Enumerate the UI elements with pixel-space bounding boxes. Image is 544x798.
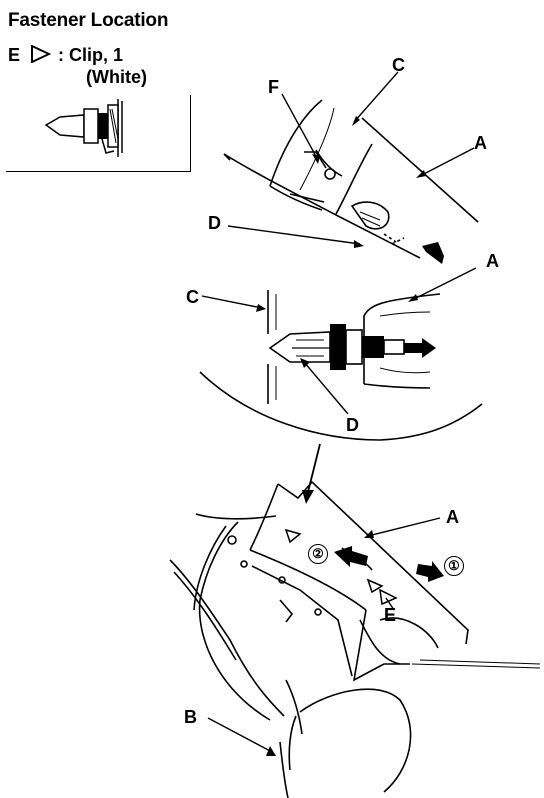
legend-key-letter: E	[8, 45, 21, 65]
top-panel-view	[223, 99, 479, 259]
callout-c-top: C	[392, 55, 405, 75]
step-2-arrow-icon	[334, 546, 368, 567]
step-1-arrow-icon	[416, 561, 444, 582]
fastener-legend: E : Clip, 1 (White)	[8, 44, 147, 87]
callout-d-top: D	[208, 213, 221, 233]
detail-section-view	[199, 290, 483, 441]
panel-clip-symbols	[284, 528, 398, 606]
callout-a-low: A	[446, 507, 459, 527]
callout-a-mid: A	[486, 251, 499, 271]
step-2-marker: ②	[308, 544, 328, 564]
callout-d-mid: D	[346, 415, 359, 435]
vehicle-body-view	[169, 480, 541, 798]
clip-cross-section	[268, 324, 405, 370]
middle-leader-lines	[201, 267, 477, 415]
top-leader-lines	[227, 71, 475, 245]
pull-arrow-icon	[404, 338, 436, 358]
legend-item-color-note: (White)	[86, 67, 147, 87]
bottom-leader-lines	[207, 517, 441, 753]
callout-b-low: B	[184, 707, 197, 727]
callout-c-mid: C	[186, 287, 199, 307]
callout-f-top: F	[268, 77, 279, 97]
direction-arrow-icon	[422, 242, 444, 264]
callout-a-top: A	[474, 133, 487, 153]
diagram-title: Fastener Location	[8, 10, 169, 31]
callout-e-low: E	[384, 605, 397, 625]
clip-detail-drawing	[44, 99, 123, 157]
step-1-marker: ①	[444, 556, 464, 576]
clip-inset	[6, 95, 191, 172]
triangle-outline-icon	[31, 45, 52, 63]
legend-item-label: : Clip, 1	[58, 45, 124, 65]
